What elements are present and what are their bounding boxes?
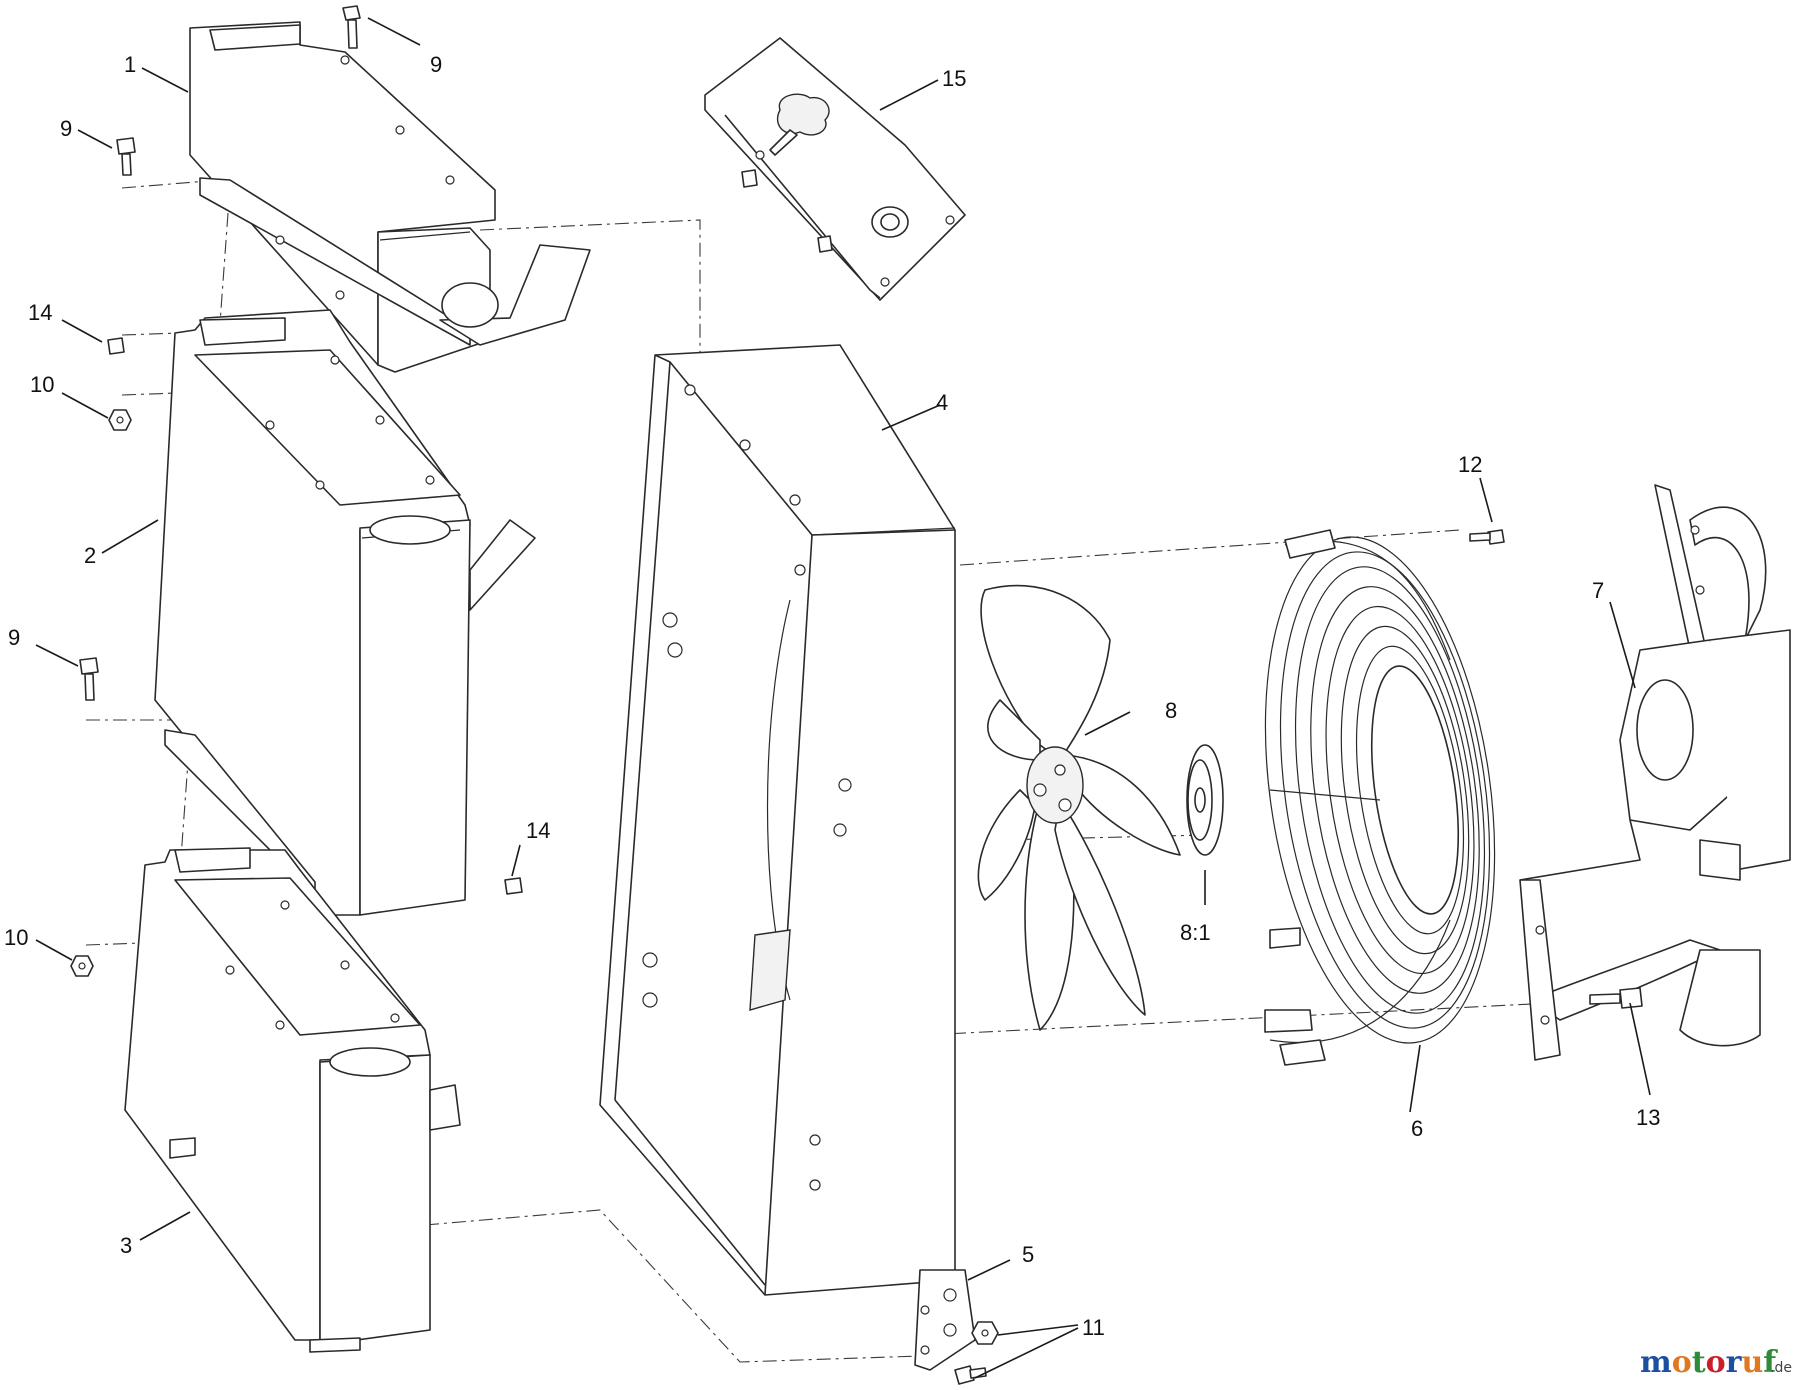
bolt-12 bbox=[1469, 529, 1505, 545]
callout-8-1: 8:1 bbox=[1180, 920, 1211, 945]
bolt-11 bbox=[954, 1365, 987, 1385]
fasteners bbox=[70, 5, 1643, 1385]
callout-13: 13 bbox=[1636, 1105, 1660, 1130]
nut-10-lower bbox=[70, 955, 94, 977]
callout-9-top: 9 bbox=[430, 52, 442, 77]
part-3-lower-cooler bbox=[124, 847, 461, 1353]
callout-10-lower: 10 bbox=[4, 925, 28, 950]
callout-4: 4 bbox=[936, 390, 948, 415]
part-15-cover-plate bbox=[704, 37, 966, 301]
nut-10-upper bbox=[108, 409, 132, 431]
part-1-upper-cooler bbox=[189, 21, 591, 373]
part-5-bracket bbox=[914, 1269, 976, 1371]
bolt-13 bbox=[1589, 987, 1643, 1009]
part-8-1-spacer bbox=[1186, 744, 1224, 856]
nut-14-lower bbox=[504, 877, 523, 895]
callout-12: 12 bbox=[1458, 452, 1482, 477]
callout-labels: 1 2 3 4 5 6 7 8 8:1 9 9 9 10 10 11 12 13… bbox=[4, 52, 1660, 1340]
callout-8: 8 bbox=[1165, 698, 1177, 723]
callout-1: 1 bbox=[124, 52, 136, 77]
callout-15: 15 bbox=[942, 66, 966, 91]
watermark-tld: .de bbox=[1770, 1360, 1792, 1376]
part-6-fan-guard bbox=[1264, 529, 1496, 1066]
part-2-middle-radiator bbox=[154, 309, 536, 916]
callout-6: 6 bbox=[1411, 1116, 1423, 1141]
part-7-mounting-frame bbox=[1519, 484, 1791, 1061]
callout-10-upper: 10 bbox=[30, 372, 54, 397]
callout-5: 5 bbox=[1022, 1242, 1034, 1267]
callout-2: 2 bbox=[84, 543, 96, 568]
bolt-9-top bbox=[342, 5, 361, 49]
callout-7: 7 bbox=[1592, 578, 1604, 603]
callout-14-lower: 14 bbox=[526, 818, 550, 843]
callout-14-upper: 14 bbox=[28, 300, 52, 325]
shroud-nuts bbox=[642, 384, 852, 1191]
watermark-brand: motoruf bbox=[1640, 1345, 1778, 1380]
callout-9-lower: 9 bbox=[8, 625, 20, 650]
callout-3: 3 bbox=[120, 1233, 132, 1258]
bolt-9-left bbox=[116, 137, 136, 176]
leader-lines bbox=[35, 17, 1651, 1379]
part-4-fan-shroud bbox=[599, 344, 956, 1296]
part-8-fan bbox=[977, 584, 1181, 1031]
watermark-logo: motoruf .de bbox=[1640, 1345, 1792, 1380]
callout-11: 11 bbox=[1082, 1315, 1105, 1340]
callout-9-left: 9 bbox=[60, 116, 72, 141]
nut-14-upper bbox=[107, 337, 125, 355]
nut-11 bbox=[971, 1321, 999, 1345]
bolt-9-lower bbox=[79, 657, 99, 701]
